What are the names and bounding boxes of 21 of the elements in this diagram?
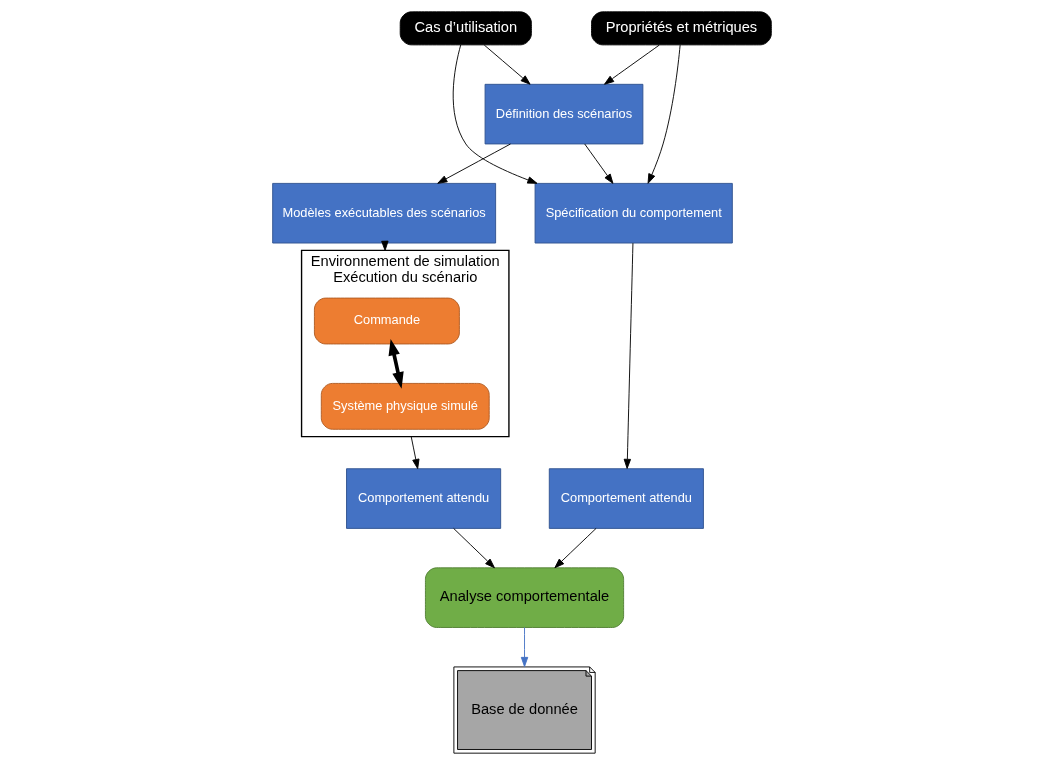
node-box: Analyse comportementale (424, 567, 625, 628)
node-box: Cas d’utilisation (399, 11, 532, 46)
arrow (410, 436, 420, 470)
arrow (483, 44, 531, 85)
node-box: Spécification du comportement (534, 182, 733, 244)
arrow (554, 527, 597, 569)
arrow (520, 627, 529, 667)
node-box: Comportement attendu (346, 468, 502, 529)
arrow (388, 338, 404, 389)
arrow (623, 242, 634, 469)
node-box: Propriétés et métriques (591, 11, 772, 46)
node-box: Comportement attendu (548, 468, 704, 529)
arrow (453, 527, 495, 569)
node-box: Système physique simulé (320, 382, 490, 430)
arrow (437, 143, 511, 184)
arrow (604, 44, 660, 85)
arrow (452, 44, 538, 184)
arrow (647, 44, 681, 184)
arrow (584, 143, 614, 184)
node-box: Définition des scénarios (484, 83, 644, 145)
node-box: Commande (313, 297, 460, 345)
